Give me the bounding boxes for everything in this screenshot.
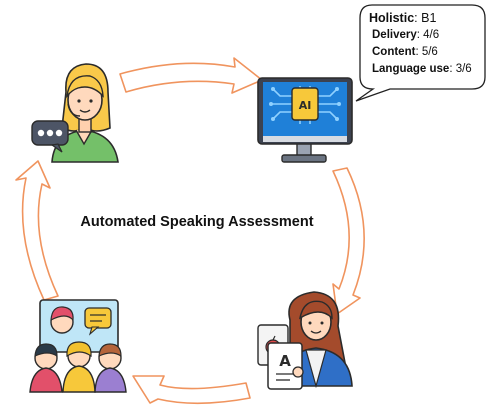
- arrow-left: [15, 160, 59, 301]
- score-value: B1: [421, 11, 437, 25]
- cycle-arrows: [15, 57, 365, 405]
- score-bubble-outline: [355, 4, 486, 102]
- ai-chip-monitor-icon: AI: [257, 77, 353, 163]
- score-list: Holistic: B1 Delivery: 4/6 Content: 5/6 …: [369, 10, 487, 78]
- arrow-top: [119, 57, 263, 94]
- score-key: Holistic: [369, 11, 415, 25]
- score-value: 4/6: [423, 29, 440, 41]
- arrow-right: [332, 167, 365, 315]
- score-key: Delivery: [372, 29, 417, 41]
- score-row-holistic: Holistic: B1: [369, 11, 437, 25]
- teacher-feedback-icon: A: [257, 291, 353, 390]
- svg-text:A: A: [279, 352, 291, 370]
- score-key: Content: [372, 46, 416, 58]
- arrow-bottom: [132, 375, 251, 405]
- score-key: Language use: [372, 63, 450, 75]
- score-row-content: Content: 5/6: [372, 46, 438, 58]
- score-bubble: [355, 4, 486, 102]
- score-row-language-use: Language use: 3/6: [372, 63, 472, 75]
- svg-text:AI: AI: [299, 99, 312, 112]
- score-row-delivery: Delivery: 4/6: [372, 29, 440, 41]
- score-value: 3/6: [455, 63, 472, 75]
- center-label: Automated Speaking Assessment: [80, 214, 314, 230]
- score-value: 5/6: [421, 46, 438, 58]
- group-discussion-icon: [29, 299, 127, 393]
- woman-speaking-icon: [31, 63, 119, 163]
